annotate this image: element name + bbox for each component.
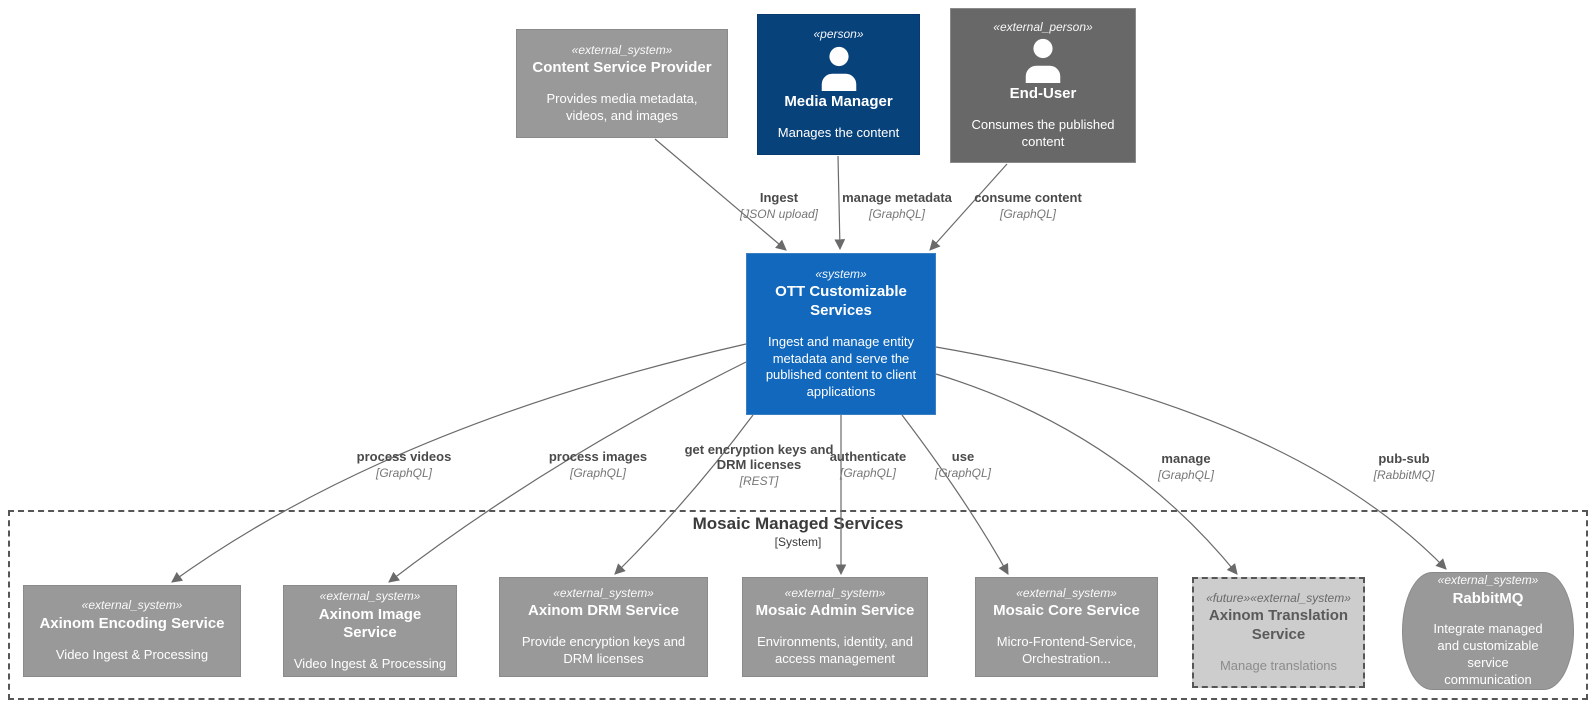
node-description: Environments, identity, and access manag… xyxy=(757,634,913,667)
node-description: Ingest and manage entity metadata and se… xyxy=(765,333,917,400)
node-description: Micro-Frontend-Service, Orchestration... xyxy=(996,634,1137,667)
node-stereotype: «person» xyxy=(813,27,864,42)
arrow-manage xyxy=(935,373,1238,575)
node-description: Integrate managed and customizable servi… xyxy=(1433,621,1543,687)
arrow-ingest xyxy=(654,138,787,251)
node-title: End-User xyxy=(1009,85,1077,103)
node-content-service-provider: «external_system» Content Service Provid… xyxy=(516,29,728,138)
node-stereotype: «external_system» xyxy=(1437,573,1539,588)
node-title: Mosaic Core Service xyxy=(993,602,1140,620)
node-description: Provide encryption keys and DRM licenses xyxy=(521,634,686,667)
node-title: Axinom DRM Service xyxy=(528,602,679,620)
node-stereotype: «external_system» xyxy=(784,586,886,601)
node-description: Provides media metadata, videos, and ima… xyxy=(546,90,698,123)
node-title: Axinom Encoding Service xyxy=(39,614,225,632)
node-rabbitmq-queue: «external_system» RabbitMQ Integrate man… xyxy=(1402,572,1574,690)
node-mosaic-admin-service: «external_system» Mosaic Admin Service E… xyxy=(742,577,928,677)
node-title: Media Manager xyxy=(784,92,893,110)
node-mosaic-core-service: «external_system» Mosaic Core Service Mi… xyxy=(975,577,1158,677)
node-title: Axinom Translation Service xyxy=(1208,607,1349,643)
arrow-process-images xyxy=(388,361,747,583)
node-stereotype: «external_system» xyxy=(1016,586,1117,601)
person-icon xyxy=(821,46,856,91)
node-title: Axinom Image Service xyxy=(318,605,422,642)
node-title: Content Service Provider xyxy=(532,58,712,76)
arrow-process-videos xyxy=(171,343,747,583)
node-stereotype: «external_system» xyxy=(553,586,654,601)
node-stereotype: «external_system» xyxy=(81,598,183,613)
system-boundary-mosaic-managed-services xyxy=(8,510,1588,700)
boundary-subtitle: [System] xyxy=(774,535,822,550)
node-stereotype: «system» xyxy=(815,266,867,281)
node-ott-customizable-services: «system» OTT Customizable Services Inges… xyxy=(746,253,936,415)
node-axinom-encoding-service: «external_system» Axinom Encoding Servic… xyxy=(23,585,241,677)
node-description: Video Ingest & Processing xyxy=(293,656,447,671)
boundary-label: Mosaic Managed Services [System] xyxy=(598,514,998,549)
node-axinom-drm-service: «external_system» Axinom DRM Service Pro… xyxy=(499,577,708,677)
node-description: Consumes the published content xyxy=(971,117,1115,150)
node-end-user: «external_person» End-User Consumes the … xyxy=(950,8,1136,163)
node-title: OTT Customizable Services xyxy=(775,283,907,319)
node-axinom-image-service: «external_system» Axinom Image Service V… xyxy=(283,585,457,677)
arrow-get-keys xyxy=(614,414,754,575)
node-stereotype: «future»«external_system» xyxy=(1206,590,1351,605)
node-title: Mosaic Admin Service xyxy=(755,602,915,620)
arrow-manage-metadata xyxy=(834,155,846,251)
node-media-manager: «person» Media Manager Manages the conte… xyxy=(757,14,920,155)
arrow-use xyxy=(901,414,1009,575)
arrow-pub-sub xyxy=(935,346,1447,570)
node-description: Manage translations xyxy=(1219,657,1338,673)
person-icon xyxy=(1025,39,1061,84)
node-stereotype: «external_person» xyxy=(993,20,1093,35)
node-description: Video Ingest & Processing xyxy=(55,646,209,662)
node-stereotype: «external_system» xyxy=(571,42,673,57)
node-axinom-translation-service: «future»«external_system» Axinom Transla… xyxy=(1192,577,1365,688)
node-title: RabbitMQ xyxy=(1452,589,1524,607)
node-stereotype: «external_system» xyxy=(319,589,421,604)
boundary-title: Mosaic Managed Services xyxy=(692,514,904,533)
node-description: Manages the content xyxy=(777,124,900,140)
arrow-consume-content xyxy=(929,163,1008,251)
